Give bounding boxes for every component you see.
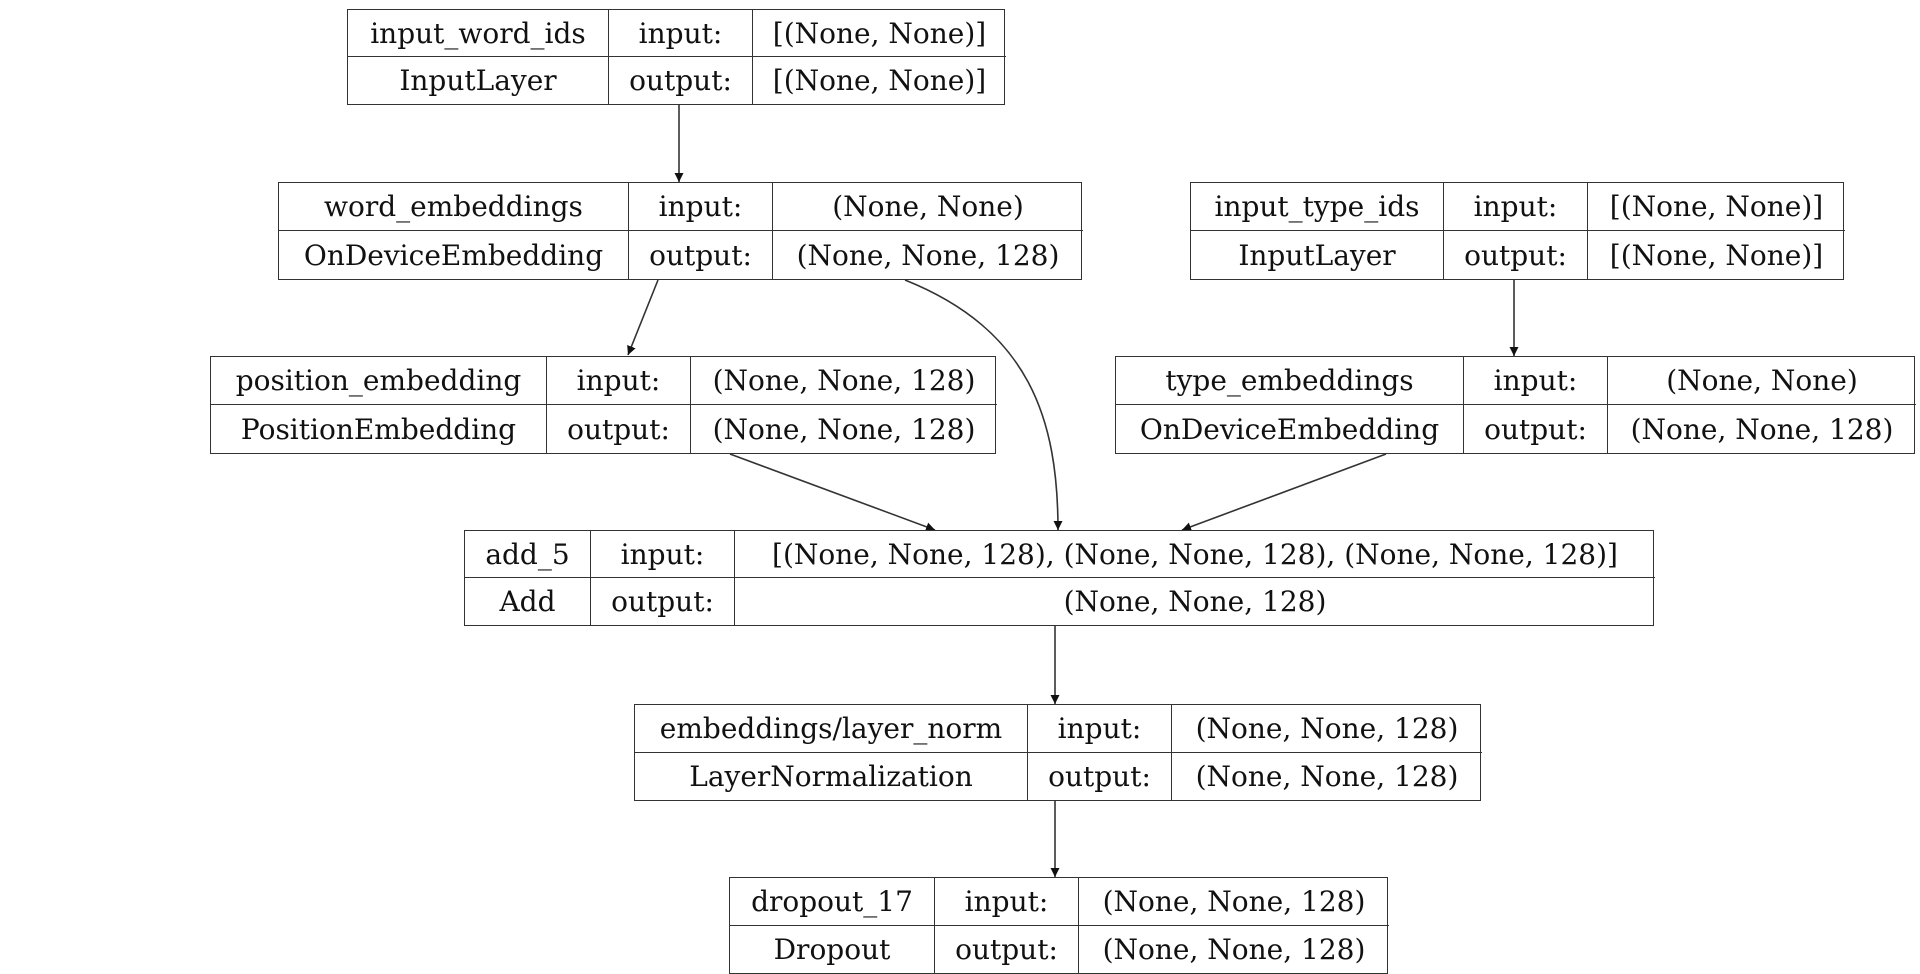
output-shape: (None, None, 128)	[1195, 759, 1459, 793]
layer-name: position_embedding	[211, 357, 547, 405]
layer-type: PositionEmbedding	[211, 405, 547, 453]
output-shape: [(None, None)]	[1609, 238, 1824, 272]
input-shape: [(None, None)]	[753, 10, 1006, 57]
layer-name: input_word_ids	[348, 10, 609, 57]
input-label: input:	[591, 531, 735, 578]
edge-position-embedding-to-add-5	[729, 453, 936, 532]
layer-name: embeddings/layer_norm	[635, 705, 1028, 753]
output-label: output:	[629, 231, 773, 279]
output-label: output:	[609, 57, 753, 104]
output-label: output:	[591, 578, 735, 625]
output-shape: (None, None, 128)	[1630, 412, 1894, 446]
output-shape: (None, None, 128)	[1063, 585, 1327, 618]
input-shape: (None, None, 128)	[1079, 878, 1389, 926]
input-label: input:	[609, 10, 753, 57]
output-shape: [(None, None)]	[772, 64, 987, 97]
edge-type-embeddings-to-add-5	[1181, 453, 1387, 532]
layer-name: word_embeddings	[279, 183, 629, 231]
layer-name: type_embeddings	[1116, 357, 1464, 405]
input-shape: [(None, None)]	[1588, 183, 1845, 231]
layer-type: InputLayer	[1191, 231, 1444, 279]
layer-type: Dropout	[730, 925, 935, 973]
layer-name: input_type_ids	[1191, 183, 1444, 231]
edge-word-embeddings-to-position-embedding	[627, 279, 659, 356]
output-shape: (None, None, 128)	[712, 412, 976, 446]
input-shape: (None, None)	[1608, 357, 1916, 405]
layer-name: add_5	[465, 531, 591, 578]
output-label: output:	[1444, 231, 1588, 279]
input-shape: [(None, None, 128), (None, None, 128), (…	[735, 531, 1655, 578]
output-label: output:	[1464, 405, 1608, 453]
output-shape: (None, None, 128)	[1102, 932, 1366, 966]
input-shape: (None, None, 128)	[1172, 705, 1482, 753]
output-label: output:	[547, 405, 691, 453]
output-shape: (None, None, 128)	[796, 238, 1060, 272]
layer-type: Add	[465, 578, 591, 625]
layer-type: LayerNormalization	[635, 752, 1028, 800]
input-shape: (None, None, 128)	[691, 357, 997, 405]
input-label: input:	[1464, 357, 1608, 405]
layer-type: InputLayer	[348, 57, 609, 104]
output-label: output:	[1028, 752, 1172, 800]
input-label: input:	[629, 183, 773, 231]
layer-name: dropout_17	[730, 878, 935, 926]
output-label: output:	[935, 925, 1079, 973]
input-label: input:	[935, 878, 1079, 926]
input-label: input:	[1028, 705, 1172, 753]
layer-type: OnDeviceEmbedding	[279, 231, 629, 279]
input-label: input:	[547, 357, 691, 405]
layer-type: OnDeviceEmbedding	[1116, 405, 1464, 453]
input-shape: (None, None)	[773, 183, 1083, 231]
input-label: input:	[1444, 183, 1588, 231]
